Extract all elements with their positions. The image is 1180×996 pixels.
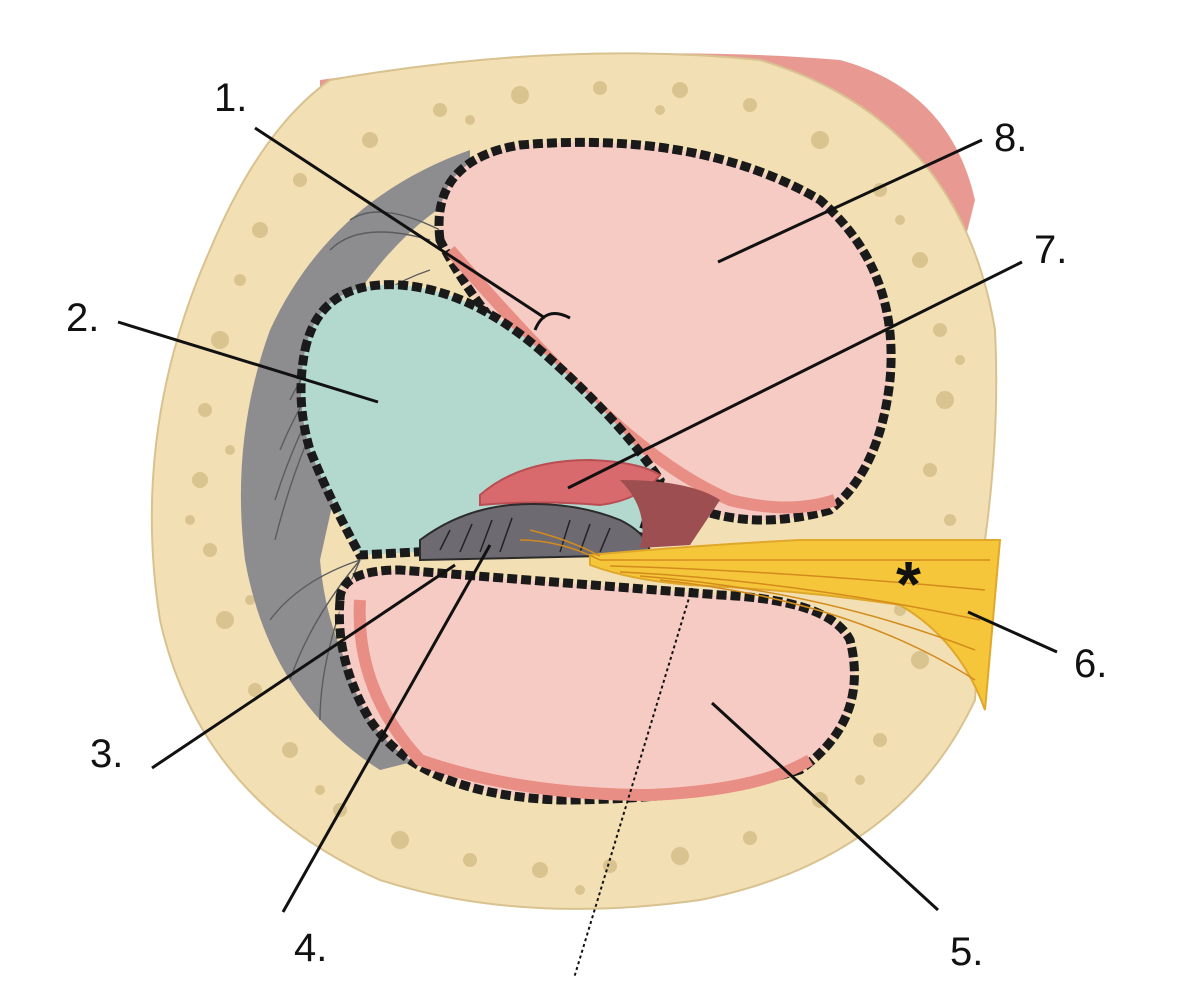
label-6: 6. xyxy=(1074,642,1108,686)
label-3: 3. xyxy=(90,732,124,776)
tectorial-membrane xyxy=(479,458,662,507)
leader-4 xyxy=(281,544,492,913)
asterisk-marker: * xyxy=(896,548,921,620)
scala-tympani xyxy=(334,565,859,805)
stria-area xyxy=(620,480,720,548)
label-2: 2. xyxy=(66,296,100,340)
leader-8 xyxy=(717,138,983,264)
leader-3 xyxy=(151,563,456,770)
leader-2 xyxy=(117,320,379,404)
bone-texture xyxy=(185,81,965,895)
scala-vestibuli xyxy=(434,137,896,525)
label-5: 5. xyxy=(950,930,984,974)
label-7: 7. xyxy=(1034,228,1068,272)
leader-1-bracket xyxy=(533,312,571,331)
vestibuli-rim xyxy=(445,246,837,514)
label-8: 8. xyxy=(994,116,1028,160)
leader-1 xyxy=(254,126,546,320)
leader-5 xyxy=(710,701,940,912)
leader-7 xyxy=(567,260,1023,490)
leader-6 xyxy=(967,610,1058,654)
spiral-ligament xyxy=(240,150,470,770)
hair-cells xyxy=(439,517,611,553)
label-4: 4. xyxy=(294,926,328,970)
label-1: 1. xyxy=(214,76,248,120)
leader-lines xyxy=(117,126,1058,979)
tympani-rim xyxy=(353,599,814,802)
nerve-fibers xyxy=(519,529,990,681)
leader-dotted xyxy=(573,587,693,979)
